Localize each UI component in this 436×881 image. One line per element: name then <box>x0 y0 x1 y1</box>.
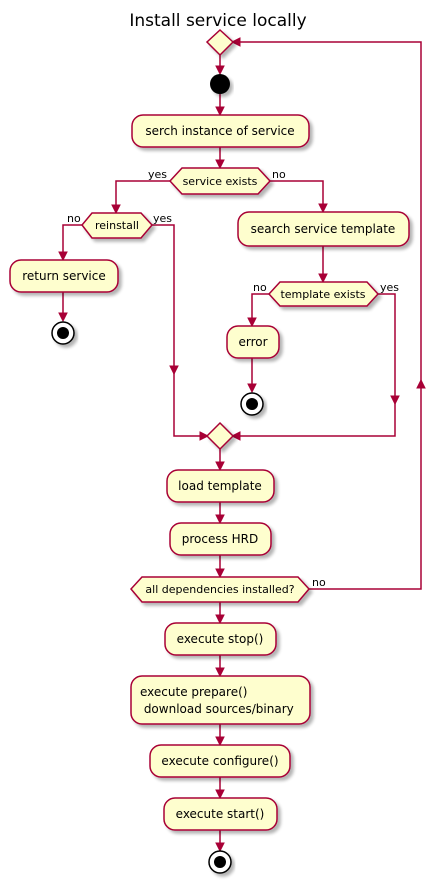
edge-exists-no <box>270 180 324 211</box>
branch-label-service-exists-no: no <box>272 168 286 181</box>
decision-all-dependencies-label: all dependencies installed? <box>145 583 294 596</box>
activity-load-template <box>166 469 275 503</box>
edge-reinstall-yes <box>152 224 207 437</box>
edge-tplexists-yes <box>233 293 396 437</box>
decision-template-exists <box>267 281 380 307</box>
activity-execute-prepare-line2: download sources/binary <box>140 702 294 716</box>
activity-execute-stop <box>164 622 277 656</box>
loop-merge-diamond <box>205 28 235 57</box>
diagram-title: Install service locally <box>129 11 306 31</box>
branch-label-template-exists-yes: yes <box>380 281 399 294</box>
edges <box>58 37 426 853</box>
activity-execute-prepare <box>130 675 311 725</box>
activity-execute-configure <box>149 744 291 778</box>
edge-deps-no-loop <box>233 41 422 590</box>
end-node-return-dot <box>57 327 69 339</box>
edge-exists-yes <box>115 180 170 212</box>
activity-process-hrd <box>169 522 272 556</box>
end-node-error-dot <box>246 398 258 410</box>
activity-search-template-label: search service template <box>251 222 396 236</box>
branch-label-reinstall-yes: yes <box>153 212 172 225</box>
activity-execute-start-label: execute start() <box>176 807 265 821</box>
decision-service-exists <box>168 167 272 195</box>
branch-label-reinstall-no: no <box>67 212 81 225</box>
decision-reinstall <box>81 212 153 239</box>
decision-template-exists-label: template exists <box>280 288 365 301</box>
decision-service-exists-label: service exists <box>183 175 258 188</box>
activity-return-service-label: return service <box>22 269 106 283</box>
activity-search-instance <box>131 114 310 148</box>
decision-reinstall-label: reinstall <box>95 219 139 232</box>
activity-search-instance-label: serch instance of service <box>145 124 294 138</box>
edge-tplexists-no <box>251 293 269 324</box>
activity-execute-prepare-line1: execute prepare() <box>140 685 247 699</box>
activity-error <box>226 325 280 359</box>
merge-diamond <box>205 421 235 451</box>
end-node-final-dot <box>214 856 226 868</box>
branch-label-dependencies-no: no <box>312 576 326 589</box>
activity-return-service <box>9 259 119 293</box>
activity-load-template-label: load template <box>178 479 262 493</box>
start-node <box>210 74 230 94</box>
activity-process-hrd-label: process HRD <box>182 532 259 546</box>
activity-search-template <box>237 211 410 247</box>
activity-execute-configure-label: execute configure() <box>161 754 278 768</box>
branch-label-template-exists-no: no <box>253 281 267 294</box>
decision-all-dependencies <box>130 576 310 603</box>
branch-label-service-exists-yes: yes <box>148 168 167 181</box>
activity-error-label: error <box>238 335 267 349</box>
edge-reinstall-no <box>62 224 82 259</box>
activity-execute-stop-label: execute stop() <box>177 632 264 646</box>
activity-execute-start <box>163 797 278 831</box>
